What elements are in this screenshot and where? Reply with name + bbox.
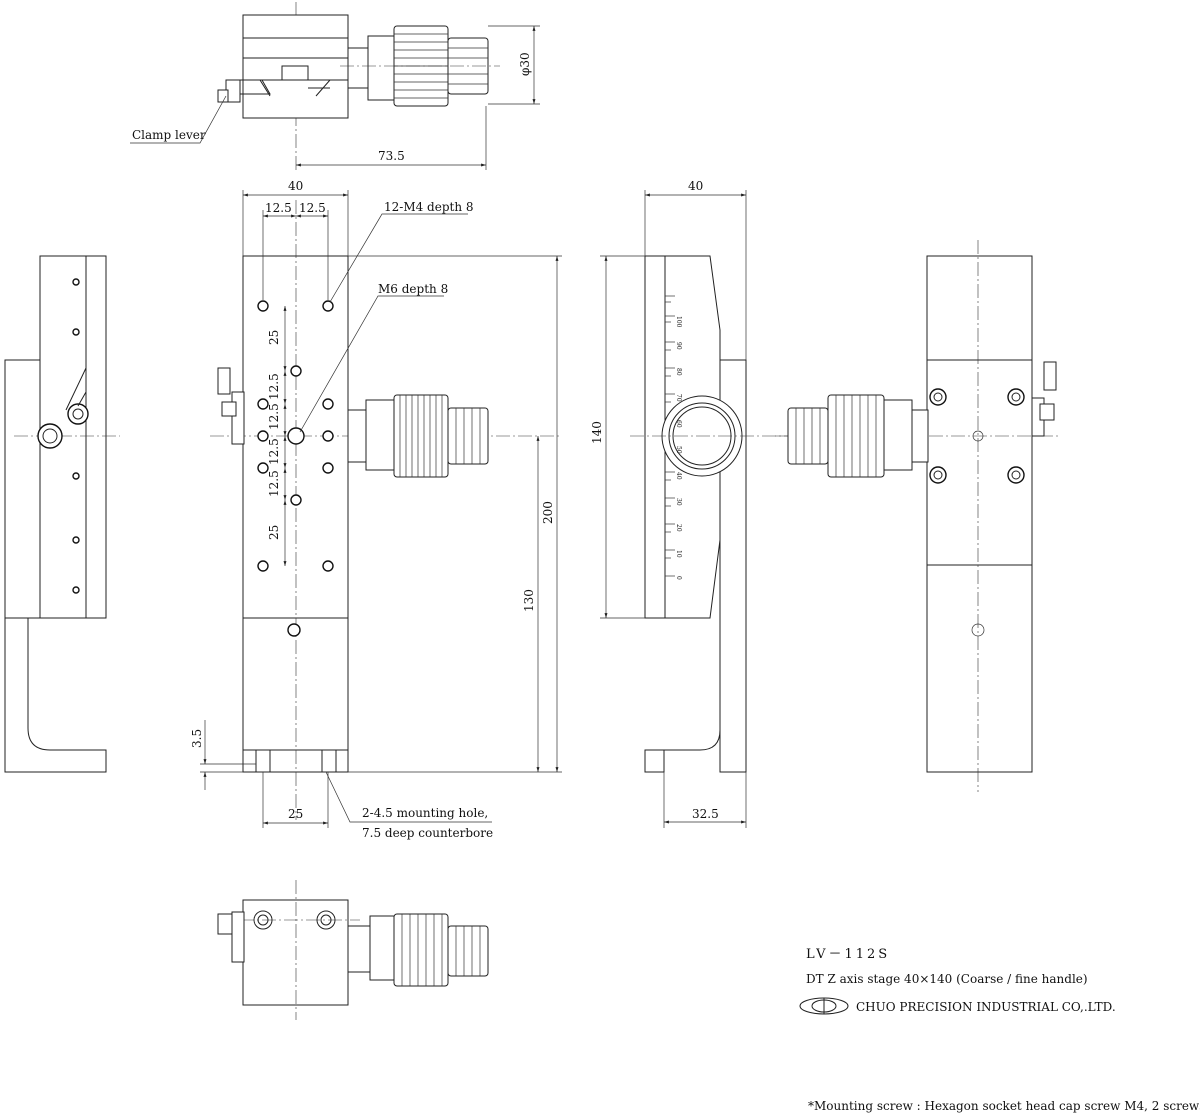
label-40-front: 40 <box>288 179 303 193</box>
label-12-5-a: 12.5 <box>265 201 292 215</box>
scale-tick-80: 80 <box>675 368 682 376</box>
label-12-5-v3: 12.5 <box>267 438 281 465</box>
label-73-5: 73.5 <box>378 149 405 163</box>
knob-knurling-top <box>394 33 448 99</box>
label-25-upper: 25 <box>267 330 281 345</box>
scale-tick-50: 50 <box>675 446 682 454</box>
knob-knurling-front <box>399 395 443 477</box>
label-mounting-hole-2: 7.5 deep counterbore <box>362 826 493 840</box>
label-clamp-lever: Clamp lever <box>132 128 206 142</box>
label-phi30: φ30 <box>518 52 532 76</box>
label-12-5-v1: 12.5 <box>267 373 281 400</box>
scale-tick-70: 70 <box>675 394 682 402</box>
front-view <box>200 190 562 828</box>
label-12-5-v4: 12.5 <box>267 470 281 497</box>
scale-ticks <box>665 295 675 577</box>
scale-tick-40: 40 <box>675 472 682 480</box>
label-200: 200 <box>541 501 555 524</box>
side-view-scale <box>600 190 790 828</box>
scale-tick-10: 10 <box>675 550 682 558</box>
label-25-bottom: 25 <box>288 807 303 821</box>
model-description: DT Z axis stage 40×140 (Coarse / fine ha… <box>806 972 1088 986</box>
label-12-5-b: 12.5 <box>299 201 326 215</box>
label-12-m4: 12-M4 depth 8 <box>384 200 474 214</box>
company-logo <box>799 997 849 1015</box>
label-140: 140 <box>590 421 604 444</box>
label-mounting-hole-1: 2-4.5 mounting hole, <box>362 806 488 820</box>
left-view-holes <box>72 278 80 594</box>
scale-tick-0: 0 <box>675 576 682 580</box>
label-25-lower: 25 <box>267 525 281 540</box>
scale-tick-20: 20 <box>675 524 682 532</box>
scale-tick-90: 90 <box>675 342 682 350</box>
label-m6: M6 depth 8 <box>378 282 448 296</box>
scale-tick-60: 60 <box>675 420 682 428</box>
right-view <box>775 240 1060 792</box>
label-3-5: 3.5 <box>190 729 204 748</box>
model-number: LV－112S <box>806 947 890 962</box>
right-view-holes <box>929 388 1025 637</box>
mounting-screw-note: *Mounting screw : Hexagon socket head ca… <box>808 1099 1200 1113</box>
bottom-view <box>217 880 489 1020</box>
label-130: 130 <box>522 589 536 612</box>
scale-tick-100: 100 <box>675 316 682 328</box>
company-name: CHUO PRECISION INDUSTRIAL CO,.LTD. <box>856 1000 1116 1014</box>
scale-tick-30: 30 <box>675 498 682 506</box>
left-side-view <box>4 255 120 773</box>
front-view-holes <box>257 300 334 637</box>
label-40-side: 40 <box>688 179 703 193</box>
label-12-5-v2: 12.5 <box>267 403 281 430</box>
label-32-5: 32.5 <box>692 807 719 821</box>
top-view <box>130 2 540 170</box>
